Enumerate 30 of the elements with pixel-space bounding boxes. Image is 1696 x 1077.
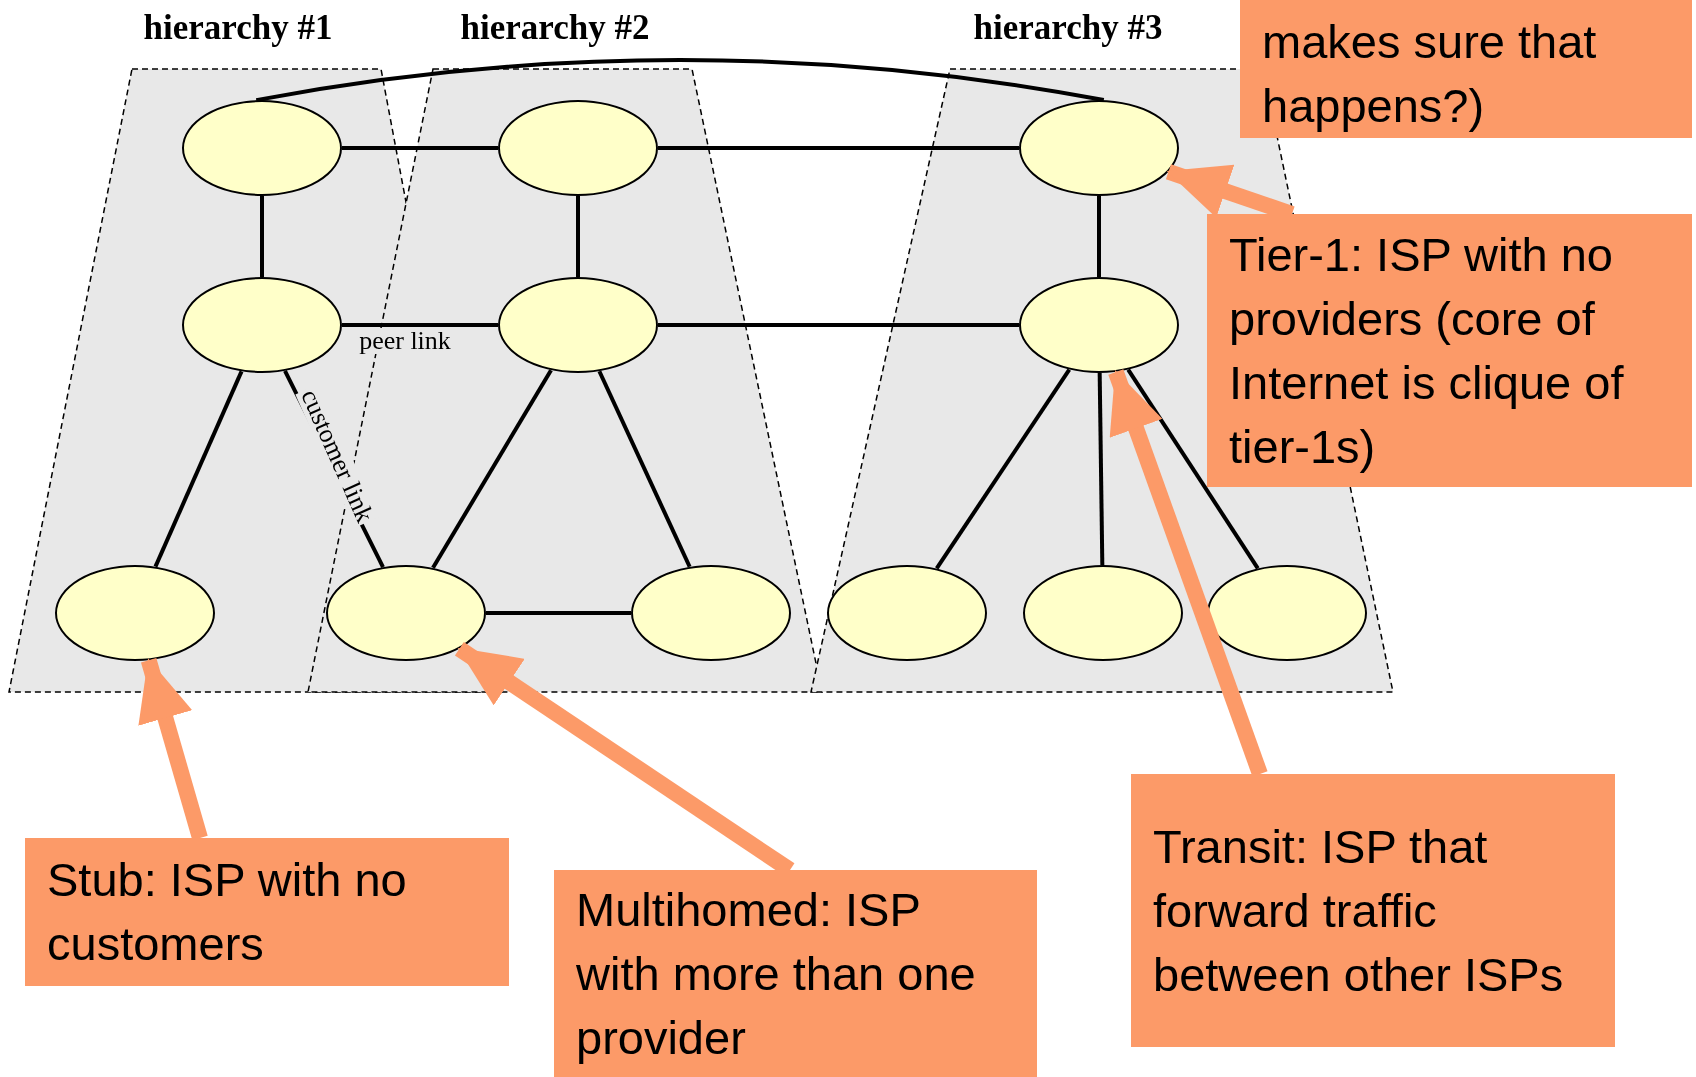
callout-text: makes sure that happens?) bbox=[1262, 14, 1598, 134]
hierarchy-heading: hierarchy #3 bbox=[973, 8, 1163, 48]
hierarchy-heading: hierarchy #1 bbox=[143, 8, 333, 48]
link-line bbox=[935, 368, 1071, 570]
callout-arrow bbox=[1108, 369, 1268, 777]
edge-label: peer link bbox=[357, 328, 453, 354]
link-line bbox=[1126, 368, 1260, 570]
callout-text: Transit: ISP that forward traffic between other ISPs bbox=[1153, 818, 1565, 1003]
link-line bbox=[1097, 196, 1101, 277]
link-line bbox=[153, 370, 244, 568]
hierarchy-heading: hierarchy #2 bbox=[460, 8, 650, 48]
link-line bbox=[342, 146, 498, 150]
callout-box bbox=[1240, 0, 1692, 138]
callout-box bbox=[554, 870, 1037, 1077]
link-line bbox=[658, 146, 1019, 150]
link-line bbox=[658, 323, 1019, 327]
callout-arrow bbox=[138, 658, 208, 841]
link-line bbox=[260, 196, 264, 277]
link-line bbox=[486, 611, 631, 615]
callout-box bbox=[25, 838, 509, 986]
callout-text: Multihomed: ISP with more than one provider bbox=[576, 881, 977, 1066]
link-line bbox=[576, 196, 580, 277]
callout-text: Stub: ISP with no customers bbox=[47, 852, 408, 972]
callout-box bbox=[1207, 214, 1692, 487]
link-line bbox=[342, 323, 498, 327]
callout-text: Tier-1: ISP with no providers (core of Internet is clique of tier-1s) bbox=[1229, 226, 1625, 475]
link-line bbox=[597, 370, 692, 568]
callout-box bbox=[1131, 774, 1615, 1047]
link-line bbox=[431, 369, 553, 569]
link-line bbox=[1097, 372, 1105, 566]
